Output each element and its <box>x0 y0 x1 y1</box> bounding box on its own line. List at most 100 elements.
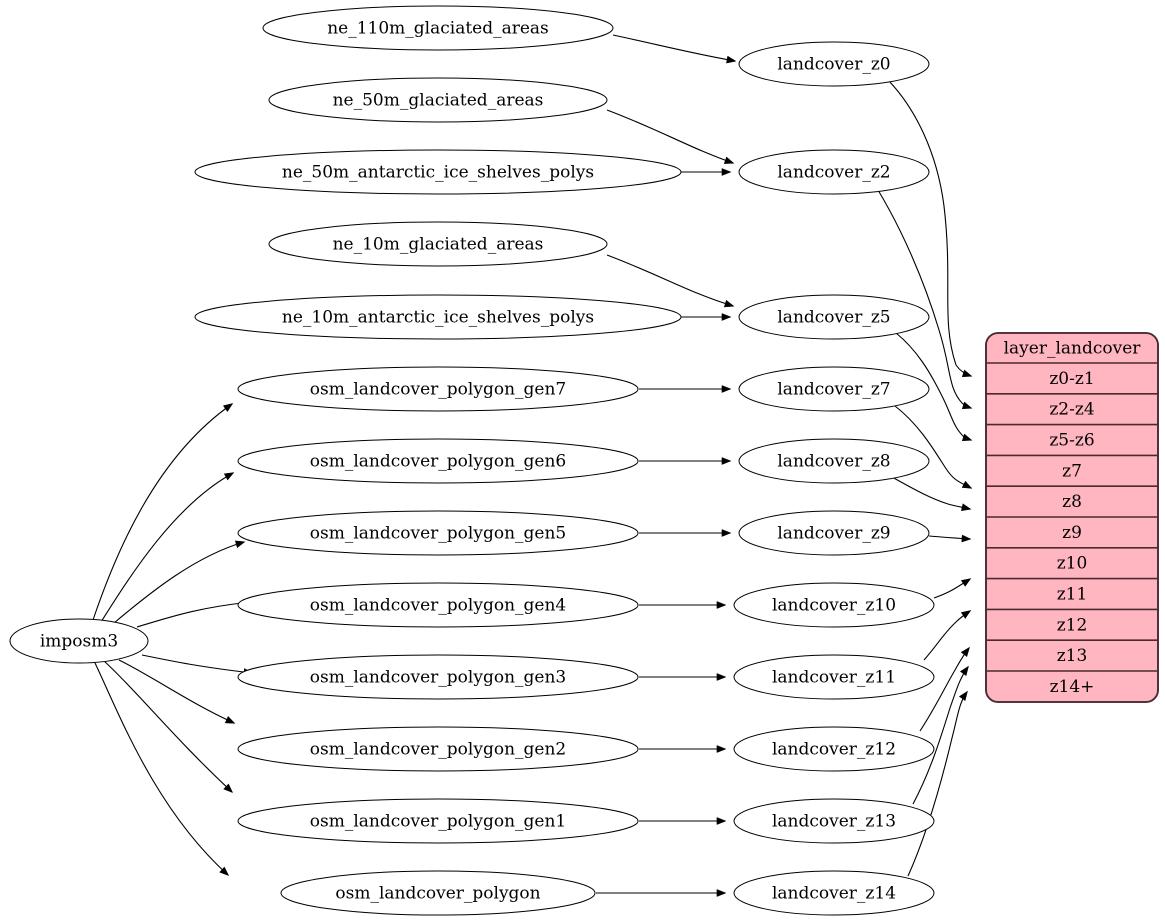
node-osm_landcover_polygon_gen1[interactable]: osm_landcover_polygon_gen1 <box>237 798 639 844</box>
layer-table-row-z5-z6[interactable]: z5-z6 <box>1049 431 1094 451</box>
osm-node-ellipse <box>237 510 639 556</box>
edge-ne_50m_glaciated_areas-to-landcover_z2 <box>606 109 733 163</box>
osm-node-ellipse <box>237 726 639 772</box>
layer-table-row-z11[interactable]: z11 <box>1057 585 1088 605</box>
osm-node-ellipse <box>237 366 639 412</box>
landcover-node-ellipse <box>738 149 930 195</box>
ne-node-ellipse <box>268 221 608 267</box>
node-label: landcover_z5 <box>777 308 890 328</box>
landcover-node-ellipse <box>733 654 935 700</box>
layer-table-row-z0-z1[interactable]: z0-z1 <box>1049 369 1094 389</box>
edge-landcover_z8-to-row_z8 <box>891 476 970 509</box>
edge-imposm3-to-osm_landcover_polygon <box>94 662 228 875</box>
edge-landcover_z9-to-row_z9 <box>928 536 970 539</box>
node-label: landcover_z11 <box>772 668 896 688</box>
node-label: ne_50m_glaciated_areas <box>333 91 544 111</box>
node-ne_10m_antarctic_ice_shelves_polys[interactable]: ne_10m_antarctic_ice_shelves_polys <box>194 294 682 340</box>
edge-landcover_z11-to-row_z11 <box>923 611 970 661</box>
layer-table-row-z10[interactable]: z10 <box>1057 554 1088 574</box>
layer-landcover-table: layer_landcoverz0-z1z2-z4z5-z6z7z8z9z10z… <box>985 332 1159 703</box>
node-label: osm_landcover_polygon_gen3 <box>310 668 566 688</box>
node-ne_110m_glaciated_areas[interactable]: ne_110m_glaciated_areas <box>262 5 614 51</box>
landcover-node-ellipse <box>738 510 930 556</box>
node-label: landcover_z9 <box>777 524 890 544</box>
osm-node-ellipse <box>280 870 596 916</box>
osm-node-ellipse <box>237 438 639 484</box>
edge-imposm3-to-osm_landcover_polygon_gen2 <box>118 659 234 723</box>
node-label: landcover_z14 <box>772 884 896 904</box>
edge-ne_10m_glaciated_areas-to-landcover_z5 <box>606 254 733 306</box>
node-landcover_z12[interactable]: landcover_z12 <box>733 726 935 772</box>
node-osm_landcover_polygon_gen7[interactable]: osm_landcover_polygon_gen7 <box>237 366 639 412</box>
node-osm_landcover_polygon_gen6[interactable]: osm_landcover_polygon_gen6 <box>237 438 639 484</box>
landcover-node-ellipse <box>733 798 935 844</box>
layer-table-row-z2-z4[interactable]: z2-z4 <box>1049 400 1094 420</box>
node-label: imposm3 <box>40 632 118 652</box>
node-landcover_z11[interactable]: landcover_z11 <box>733 654 935 700</box>
node-landcover_z5[interactable]: landcover_z5 <box>738 294 930 340</box>
edge-landcover_z5-to-row_z5-z6 <box>895 332 971 440</box>
node-landcover_z14[interactable]: landcover_z14 <box>733 870 935 916</box>
node-osm_landcover_polygon_gen5[interactable]: osm_landcover_polygon_gen5 <box>237 510 639 556</box>
edge-imposm3-to-osm_landcover_polygon_gen3 <box>141 654 252 673</box>
node-landcover_z2[interactable]: landcover_z2 <box>738 149 930 195</box>
ne-node-ellipse <box>194 149 682 195</box>
edge-landcover_z10-to-row_z10 <box>933 579 970 599</box>
node-landcover_z0[interactable]: landcover_z0 <box>738 41 930 87</box>
node-label: ne_10m_glaciated_areas <box>333 235 544 255</box>
edge-landcover_z2-to-row_z2-z4 <box>877 189 971 408</box>
node-osm_landcover_polygon_gen2[interactable]: osm_landcover_polygon_gen2 <box>237 726 639 772</box>
node-landcover_z8[interactable]: landcover_z8 <box>738 438 930 484</box>
landcover-node-ellipse <box>733 870 935 916</box>
node-landcover_z10[interactable]: landcover_z10 <box>733 582 935 628</box>
node-landcover_z7[interactable]: landcover_z7 <box>738 366 930 412</box>
osm-node-ellipse <box>237 798 639 844</box>
ne-node-ellipse <box>194 294 682 340</box>
node-label: landcover_z10 <box>772 596 896 616</box>
node-label: landcover_z0 <box>777 55 890 75</box>
node-osm_landcover_polygon[interactable]: osm_landcover_polygon <box>280 870 596 916</box>
node-imposm3[interactable]: imposm3 <box>9 618 149 664</box>
edges-layer <box>92 34 971 893</box>
osm-node-ellipse <box>237 654 639 700</box>
node-osm_landcover_polygon_gen4[interactable]: osm_landcover_polygon_gen4 <box>237 582 639 628</box>
node-ne_10m_glaciated_areas[interactable]: ne_10m_glaciated_areas <box>268 221 608 267</box>
node-label: osm_landcover_polygon_gen7 <box>310 380 566 400</box>
osm-node-ellipse <box>237 582 639 628</box>
landcover-node-ellipse <box>738 438 930 484</box>
node-landcover_z13[interactable]: landcover_z13 <box>733 798 935 844</box>
landcover-node-ellipse <box>733 582 935 628</box>
edge-imposm3-to-osm_landcover_polygon_gen7 <box>92 404 232 621</box>
node-label: ne_10m_antarctic_ice_shelves_polys <box>282 308 594 328</box>
node-label: landcover_z2 <box>777 163 890 183</box>
layer-table-row-z12[interactable]: z12 <box>1057 615 1088 635</box>
node-ne_50m_antarctic_ice_shelves_polys[interactable]: ne_50m_antarctic_ice_shelves_polys <box>194 149 682 195</box>
node-label: osm_landcover_polygon <box>335 884 540 904</box>
landcover-node-ellipse <box>738 294 930 340</box>
node-label: osm_landcover_polygon_gen2 <box>310 740 566 760</box>
landcover-node-ellipse <box>738 366 930 412</box>
edge-imposm3-to-osm_landcover_polygon_gen5 <box>113 542 244 624</box>
layer-table-row-z9[interactable]: z9 <box>1062 523 1082 543</box>
node-label: landcover_z12 <box>772 740 896 760</box>
nodes-layer: imposm3 ne_110m_glaciated_areas ne_50m_gla… <box>9 5 935 916</box>
layer-table-row-z14+[interactable]: z14+ <box>1050 677 1095 697</box>
layer-table-row-z13[interactable]: z13 <box>1057 646 1088 666</box>
layer-table-outline <box>985 332 1159 703</box>
ne-node-ellipse <box>262 5 614 51</box>
node-label: landcover_z13 <box>772 812 896 832</box>
node-osm_landcover_polygon_gen3[interactable]: osm_landcover_polygon_gen3 <box>237 654 639 700</box>
node-label: ne_110m_glaciated_areas <box>327 19 549 39</box>
layer-table-row-z8[interactable]: z8 <box>1062 492 1082 512</box>
landcover-node-ellipse <box>733 726 935 772</box>
node-label: landcover_z7 <box>777 380 890 400</box>
layer-table-row-z7[interactable]: z7 <box>1062 461 1082 481</box>
edge-landcover_z0-to-row_z0-z1 <box>887 79 971 376</box>
source-node-ellipse <box>9 618 149 664</box>
node-landcover_z9[interactable]: landcover_z9 <box>738 510 930 556</box>
node-label: osm_landcover_polygon_gen5 <box>310 524 566 544</box>
node-ne_50m_glaciated_areas[interactable]: ne_50m_glaciated_areas <box>268 77 608 123</box>
node-label: osm_landcover_polygon_gen6 <box>310 452 566 472</box>
